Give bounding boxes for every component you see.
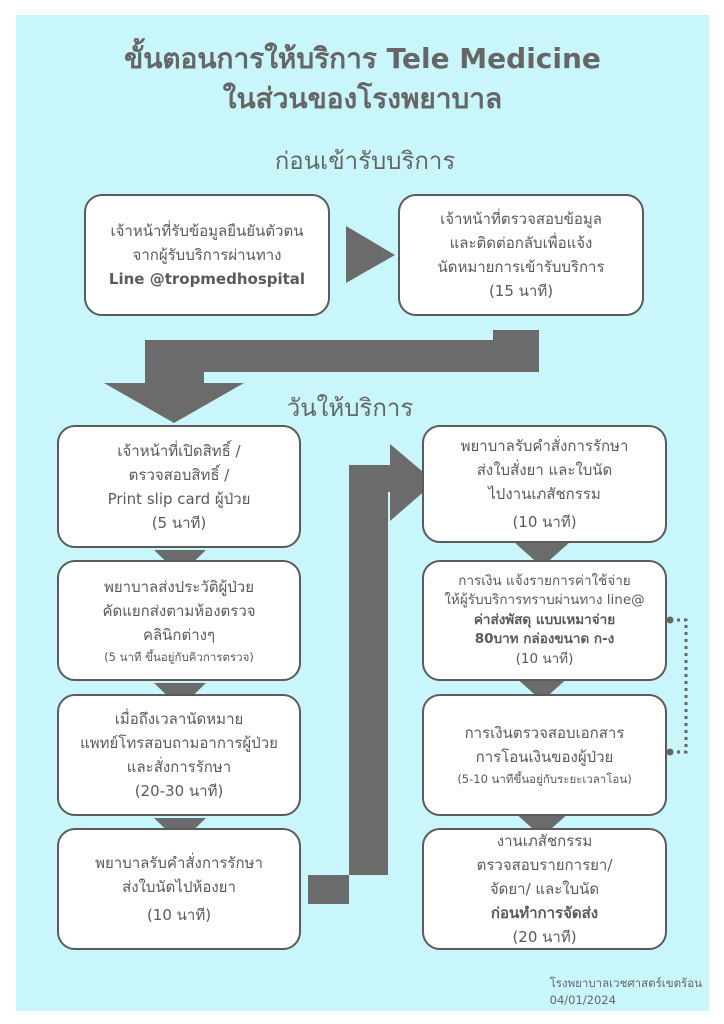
arrow-l-shape-to-service-day [104,330,539,423]
step-text: ส่งใบนัดไปห้องยา [122,878,236,896]
step-box-verify-identity: เจ้าหน้าที่รับข้อมูลยืนยันตัวตน จากผู้รั… [84,194,330,316]
section-before-service: ก่อนเข้ารับบริการ [274,147,456,175]
step-text-bold: ก่อนทำการจัดส่ง [490,904,599,922]
step-text: เจ้าหน้าที่ตรวจสอบข้อมูล [440,210,602,228]
step-box-finance-notify: การเงิน แจ้งรายการค่าใช้จ่าย ให้ผู้รับบร… [422,560,667,681]
step-box-finance-verify-transfer: การเงินตรวจสอบเอกสาร การโอนเงินของผู้ป่ว… [422,694,667,816]
footer: โรงพยาบาลเวชศาสตร์เขตร้อน 04/01/2024 [550,975,702,1009]
step-box-check-and-contact: เจ้าหน้าที่ตรวจสอบข้อมูล และติดต่อกลับเพ… [398,194,644,316]
arrow-right-top [346,226,395,283]
step-text: พยาบาลรับคำสั่งการรักษา [460,437,629,455]
step-box-nurse-send-prescription: พยาบาลรับคำสั่งการรักษา ส่งใบสั่งยา และใ… [422,425,667,543]
step-text: Print slip card ผู้ป่วย [107,489,251,508]
step-time: (10 นาที) [515,650,574,667]
step-time: (10 นาที) [146,906,212,924]
step-text: งานเภสัชกรรม [496,832,593,850]
step-text-bold: Line @tropmedhospital [108,270,306,288]
step-note: (5-10 นาทีขึ้นอยู่กับระยะเวลาโอน) [457,772,632,786]
step-text: ส่งใบสั่งยา และใบนัด [476,461,613,479]
step-text: ตรวจสอบรายการยา/ [476,856,613,874]
step-time: (5 นาที) [151,513,207,532]
step-text: ไปงานเภสัชกรรม [488,485,601,503]
step-box-pharmacy-check: งานเภสัชกรรม ตรวจสอบรายการยา/ จัดยา/ และ… [422,828,667,950]
dotted-bracket-connector [670,618,688,754]
page-title-line-2: ในส่วนของโรงพยาบาล [222,82,503,115]
step-text: แพทย์โทรสอบถามอาการผู้ป่วย [80,734,278,752]
arrow-down-right-3 [514,812,570,837]
step-text: จากผู้รับบริการผ่านทาง [132,246,282,264]
step-text: เจ้าหน้าที่รับข้อมูลยืนยันตัวตน [110,222,304,240]
step-time: (20 นาที) [512,928,577,946]
step-time: (15 นาที) [488,282,554,300]
page-title-line-1: ขั้นตอนการให้บริการ Tele Medicine [124,42,601,75]
step-text: การเงิน แจ้งรายการค่าใช้จ่าย [458,572,631,589]
arrow-down-right-2 [514,676,570,701]
step-text: ให้ผู้รับบริการทราบผ่านทาง line@ [444,592,645,609]
step-text: และสั่งการรักษา [126,758,232,776]
step-text: และติดต่อกลับเพื่อแจ้ง [449,234,593,252]
step-box-nurse-send-appointment: พยาบาลรับคำสั่งการรักษา ส่งใบนัดไปห้องยา… [57,828,301,950]
arrow-up-to-right-column [308,444,435,904]
step-text: การเงินตรวจสอบเอกสาร [464,724,625,742]
step-text: คลินิกต่างๆ [142,625,216,644]
step-text: จัดยา/ และใบนัด [489,880,600,898]
step-box-doctor-call: เมื่อถึงเวลานัดหมาย แพทย์โทรสอบถามอาการผ… [57,694,301,816]
step-text: คัดแยกส่งตามห้องตรวจ [102,601,256,620]
footer-organization: โรงพยาบาลเวชศาสตร์เขตร้อน [549,976,702,990]
step-text: การโอนเงินของผู้ป่วย [475,748,614,766]
arrow-down-right-1 [514,542,570,567]
step-text: พยาบาลส่งประวัติผู้ป่วย [103,577,255,596]
step-text: ตรวจสอบสิทธิ์ / [128,465,230,484]
step-text: นัดหมายการเข้ารับบริการ [437,258,605,276]
step-box-send-history: พยาบาลส่งประวัติผู้ป่วย คัดแยกส่งตามห้อง… [57,560,301,681]
step-note: (5 นาที ขึ้นอยู่กับคิวการตรวจ) [104,649,254,664]
step-text: พยาบาลรับคำสั่งการรักษา [95,854,263,872]
step-time: (10 นาที) [512,513,577,531]
step-box-open-rights: เจ้าหน้าที่เปิดสิทธิ์ / ตรวจสอบสิทธิ์ / … [57,425,301,548]
step-text-bold: 80บาท กล่องขนาด ก-ง [474,631,615,648]
step-text: เมื่อถึงเวลานัดหมาย [114,710,244,728]
step-text-bold: ค่าส่งพัสดุ แบบเหมาจ่าย [473,611,616,628]
step-text: เจ้าหน้าที่เปิดสิทธิ์ / [117,441,241,460]
step-time: (20-30 นาที) [134,782,224,800]
section-service-day: วันให้บริการ [286,394,414,422]
footer-date: 04/01/2024 [549,993,616,1007]
